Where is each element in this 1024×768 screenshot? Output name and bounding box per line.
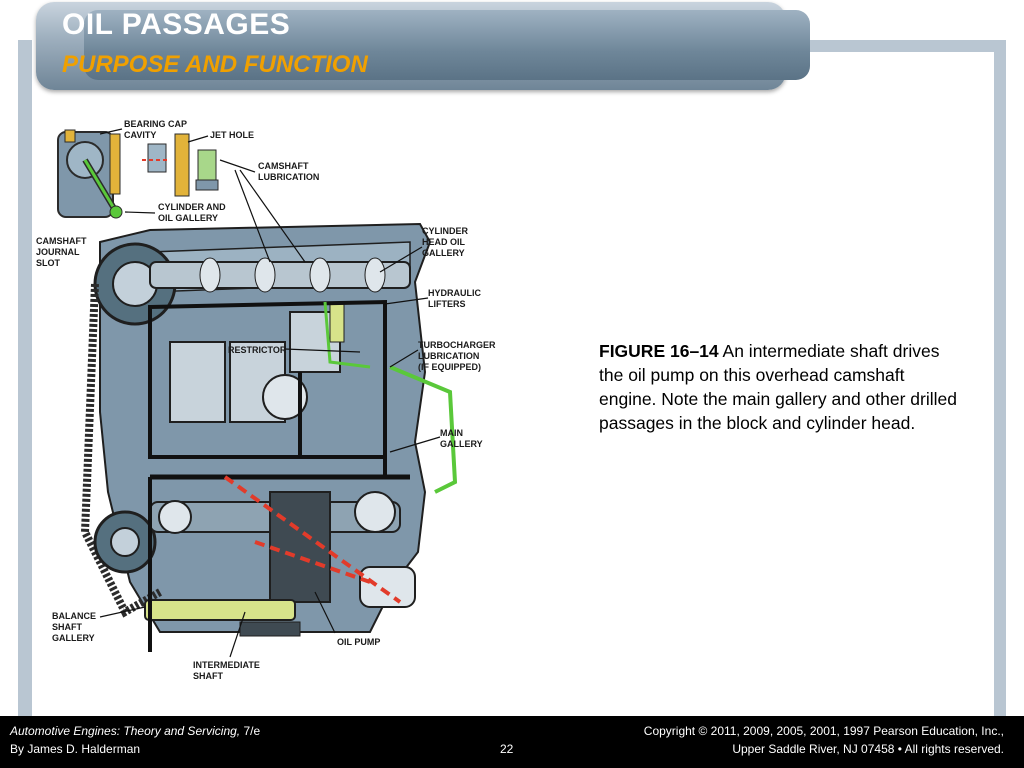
label-oil-gallery: OIL GALLERY: [158, 213, 218, 223]
slide-frame-right: [994, 40, 1006, 716]
slide-title: OIL PASSAGES: [62, 8, 291, 41]
label-restrictor: RESTRICTOR: [228, 345, 287, 355]
footer-copyright-line2: Upper Saddle River, NJ 07458 • All right…: [732, 742, 1004, 756]
label-cylinder-head-1: CYLINDER: [422, 226, 469, 236]
title-banner-inner: [84, 10, 810, 80]
title-banner: [36, 2, 810, 90]
label-turbo-lubrication: LUBRICATION: [418, 351, 479, 361]
label-if-equipped: (IF EQUIPPED): [418, 362, 481, 372]
label-jet-hole: JET HOLE: [210, 130, 254, 140]
label-lubrication: LUBRICATION: [258, 172, 319, 182]
label-oil-pump: OIL PUMP: [337, 637, 380, 647]
label-cylinder-head-2: HEAD OIL: [422, 237, 466, 247]
label-camshaft-journal-3: SLOT: [36, 258, 61, 268]
label-bearing-cap: BEARING CAP: [124, 119, 187, 129]
label-intermediate: INTERMEDIATE: [193, 660, 260, 670]
label-balance-gallery: GALLERY: [52, 633, 95, 643]
label-cavity: CAVITY: [124, 130, 156, 140]
bearing-cap-inset: [57, 129, 219, 219]
label-hydraulic: HYDRAULIC: [428, 288, 481, 298]
slide-frame-left: [18, 40, 32, 716]
slide-subtitle: PURPOSE AND FUNCTION: [62, 51, 368, 78]
footer-book-info: Automotive Engines: Theory and Servicing…: [10, 724, 260, 738]
footer-author: By James D. Halderman: [10, 742, 141, 756]
label-cylinder-head-3: GALLERY: [422, 248, 465, 258]
footer-edition: 7/e: [240, 724, 261, 738]
figure-caption-text: An intermediate shaft drives the oil pum…: [599, 341, 957, 433]
label-balance: BALANCE: [52, 611, 96, 621]
engine-oil-passages-diagram: BEARING CAP CAVITY JET HOLE CAMSHAFT LUB…: [36, 119, 496, 681]
oil-passages: [148, 299, 458, 652]
label-turbocharger: TURBOCHARGER: [418, 340, 496, 350]
engine-block: [80, 222, 432, 637]
figure-caption-label: FIGURE 16–14: [599, 341, 719, 361]
label-main-gallery: GALLERY: [440, 439, 483, 449]
label-main: MAIN: [440, 428, 463, 438]
label-balance-shaft: SHAFT: [52, 622, 82, 632]
label-cylinder-and: CYLINDER AND: [158, 202, 226, 212]
leader-lines: [99, 128, 441, 658]
footer-copyright-line1: Copyright © 2011, 2009, 2005, 2001, 1997…: [643, 724, 1004, 738]
slide-frame-top: [780, 40, 1006, 52]
label-camshaft-journal-1: CAMSHAFT: [36, 236, 87, 246]
page-number: 22: [500, 742, 514, 756]
slide-footer: Automotive Engines: Theory and Servicing…: [0, 716, 1024, 768]
diagram-labels: BEARING CAP CAVITY JET HOLE CAMSHAFT LUB…: [36, 119, 496, 681]
footer-book-title: Automotive Engines: Theory and Servicing…: [10, 724, 241, 738]
label-intermediate-shaft: SHAFT: [193, 671, 223, 681]
label-camshaft-journal-2: JOURNAL: [36, 247, 80, 257]
label-camshaft: CAMSHAFT: [258, 161, 309, 171]
figure-caption: FIGURE 16–14 An intermediate shaft drive…: [599, 339, 959, 435]
label-lifters: LIFTERS: [428, 299, 466, 309]
